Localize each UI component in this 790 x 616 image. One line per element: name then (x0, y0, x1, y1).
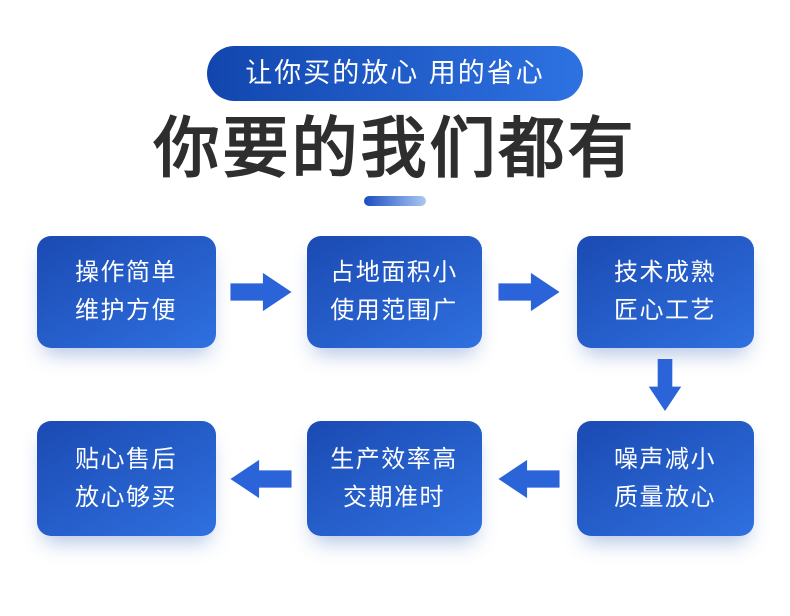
badge-row: 让你买的放心 用的省心 (0, 0, 790, 102)
feature-line: 使用范围广 (330, 297, 458, 325)
feature-line: 匠心工艺 (614, 297, 716, 325)
page-title: 你要的我们都有 (153, 111, 637, 186)
feature-line: 质量放心 (614, 483, 716, 511)
arrow-down-icon (644, 358, 686, 411)
arrow-left-icon (230, 458, 292, 500)
feature-box-aftersales: 贴心售后 放心够买 (36, 421, 216, 537)
feature-line: 维护方便 (75, 297, 177, 325)
feature-line: 占地面积小 (330, 259, 458, 287)
feature-flow-diagram: 操作简单 维护方便 占地面积小 使用范围广 技术成熟 匠心工艺 (36, 236, 754, 537)
feature-box-technology: 技术成熟 匠心工艺 (576, 236, 754, 349)
feature-line: 贴心售后 (75, 445, 177, 473)
feature-line: 交期准时 (343, 483, 445, 511)
arrow-right-icon (230, 271, 292, 313)
feature-line: 放心够买 (75, 483, 177, 511)
feature-box-footprint: 占地面积小 使用范围广 (306, 236, 482, 349)
feature-line: 技术成熟 (614, 259, 716, 287)
feature-line: 噪声减小 (614, 445, 716, 473)
arrow-right-icon (498, 271, 560, 313)
feature-line: 操作简单 (75, 259, 177, 287)
feature-box-operation: 操作简单 维护方便 (36, 236, 216, 349)
feature-line: 生产效率高 (330, 445, 458, 473)
top-badge: 让你买的放心 用的省心 (207, 46, 583, 102)
feature-box-noise: 噪声减小 质量放心 (576, 421, 754, 537)
arrow-left-icon (498, 458, 560, 500)
feature-box-efficiency: 生产效率高 交期准时 (306, 421, 482, 537)
badge-label: 让你买的放心 用的省心 (245, 58, 545, 88)
heading-underline (364, 196, 426, 207)
